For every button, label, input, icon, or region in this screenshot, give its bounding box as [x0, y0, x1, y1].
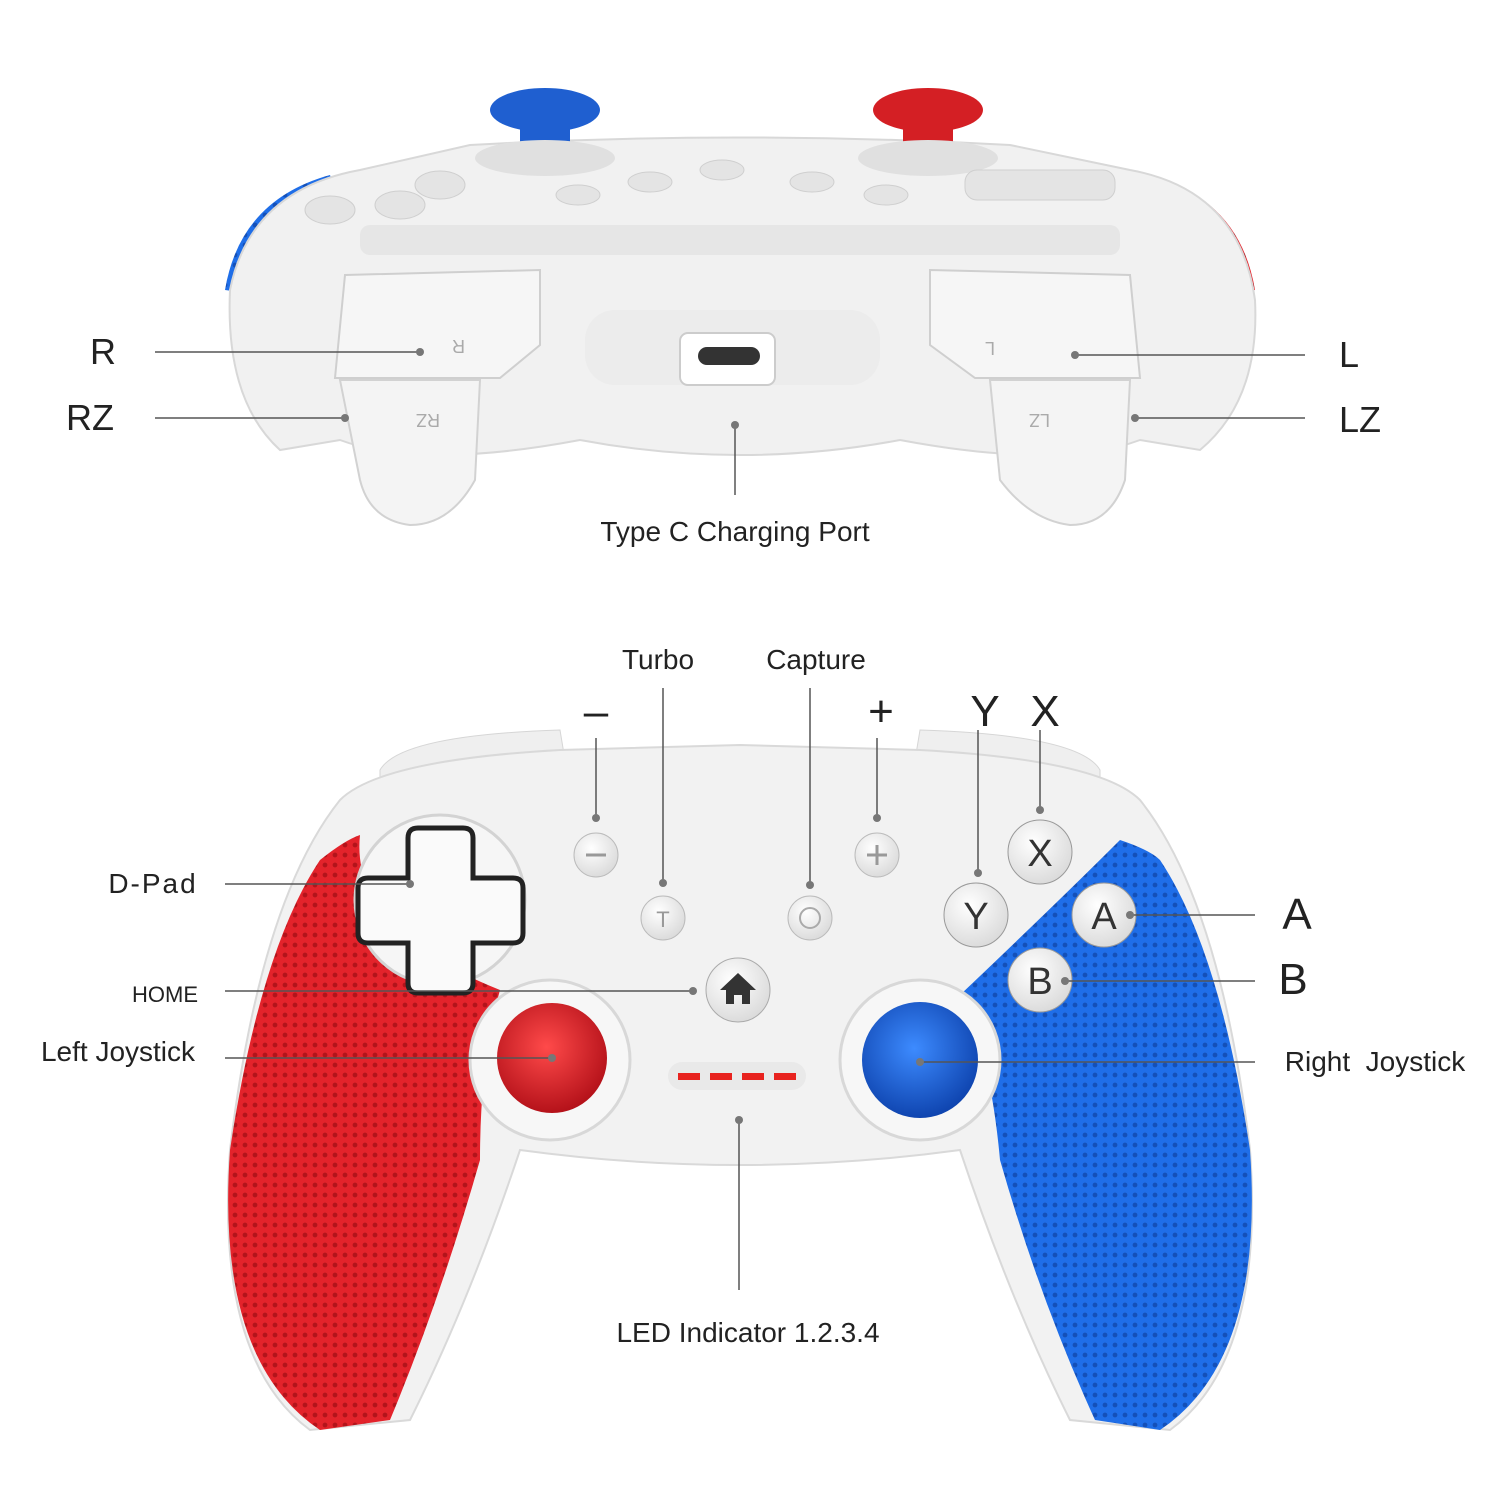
- l-mark: L: [985, 338, 995, 358]
- back-lz-button: [988, 379, 1132, 527]
- led-3: [742, 1073, 764, 1080]
- led-indicators: [678, 1073, 796, 1080]
- usb-c-port: [698, 347, 760, 365]
- label-b: B: [1278, 955, 1308, 1004]
- label-minus: –: [583, 687, 609, 736]
- turbo-button: [640, 895, 686, 941]
- home-icon: [720, 973, 756, 1004]
- led-1: [678, 1073, 700, 1080]
- label-d-pad: D-Pad: [108, 868, 198, 899]
- led-2: [710, 1073, 732, 1080]
- b-button: [1007, 947, 1073, 1013]
- label-left-joystick: Left Joystick: [40, 1036, 196, 1067]
- label-led-indicator: LED Indicator 1.2.3.4: [616, 1317, 880, 1348]
- back-r-button: [333, 268, 541, 379]
- back-l-button: [929, 268, 1142, 379]
- label-x: X: [1030, 687, 1060, 736]
- a-glyph: A: [1091, 896, 1117, 938]
- label-right-joystick: Right Joystick: [1284, 1046, 1466, 1077]
- b-glyph: B: [1027, 961, 1052, 1003]
- led-4: [774, 1073, 796, 1080]
- label-rz: RZ: [66, 397, 114, 438]
- back-rz-button: [338, 379, 482, 527]
- capture-button: [787, 895, 833, 941]
- label-a: A: [1282, 890, 1312, 939]
- label-turbo: Turbo: [621, 644, 695, 675]
- label-lz: LZ: [1338, 399, 1382, 440]
- r-mark: R: [452, 336, 465, 356]
- x-glyph: X: [1027, 833, 1052, 875]
- label-capture: Capture: [766, 644, 866, 675]
- front-view-controller: T X Y A B: [227, 729, 1253, 1432]
- label-type-c-port: Type C Charging Port: [600, 516, 870, 547]
- front-leader-lines: [225, 688, 1255, 1290]
- d-pad: [355, 825, 526, 996]
- turbo-glyph: T: [656, 907, 669, 932]
- x-button: [1007, 819, 1073, 885]
- label-r: R: [90, 331, 116, 372]
- y-button: [943, 882, 1009, 948]
- lz-mark: LZ: [1029, 410, 1050, 430]
- label-y: Y: [970, 687, 1000, 736]
- back-leader-lines: [155, 348, 1305, 495]
- y-glyph: Y: [963, 896, 988, 938]
- label-l: L: [1338, 334, 1360, 375]
- label-plus: +: [868, 687, 894, 736]
- back-view-controller: R RZ L LZ: [225, 88, 1257, 527]
- label-home: HOME: [132, 982, 198, 1007]
- rz-mark: RZ: [416, 410, 440, 430]
